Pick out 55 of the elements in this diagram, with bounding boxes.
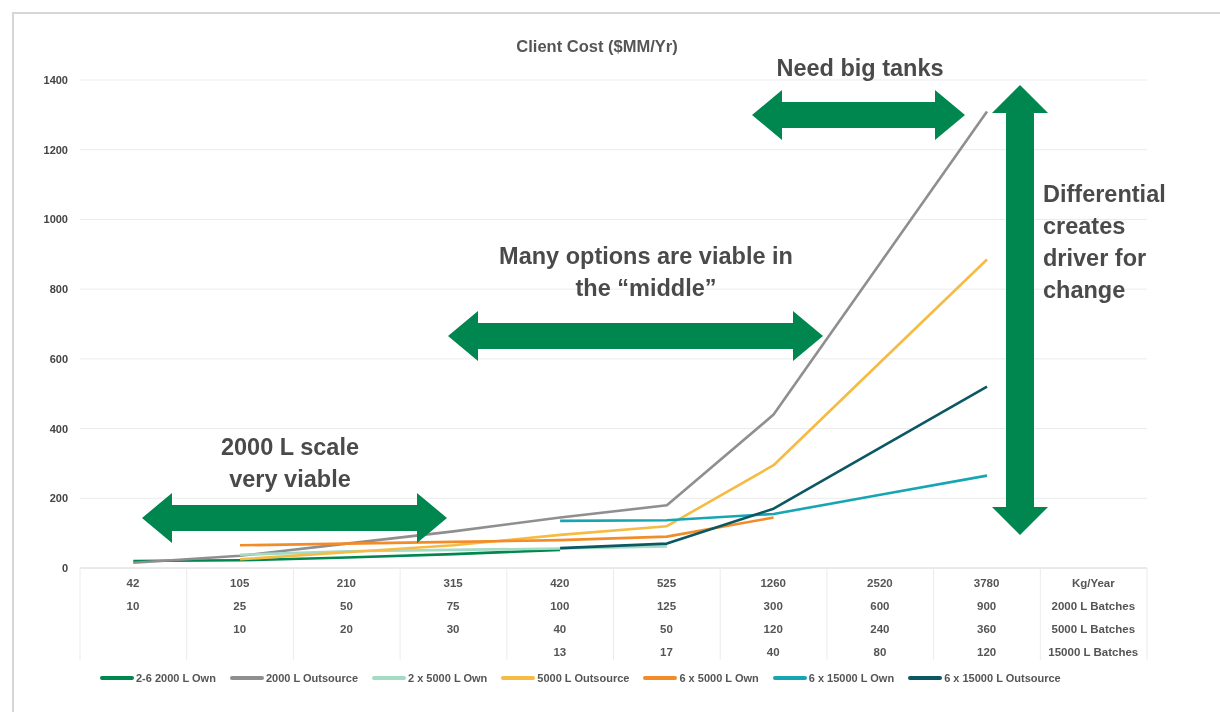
chart-title: Client Cost ($MM/Yr) (515, 37, 679, 56)
legend-label: 6 x 15000 L Own (808, 672, 895, 684)
y-tick-label: 600 (48, 351, 68, 366)
y-tick-label: 1000 (42, 212, 68, 227)
x-tick-label: 525 (655, 576, 678, 590)
legend-label: 2000 L Outsource (265, 672, 358, 684)
table-cell-text: 2000 L Batches (1050, 599, 1137, 613)
table-cell-text: 80 (872, 645, 888, 659)
x-tick-label: 2520 (866, 576, 894, 590)
table-cell-text: 10 (125, 599, 141, 613)
legend-label: 2-6 2000 L Own (136, 672, 216, 684)
y-tick-label: 800 (48, 282, 68, 297)
table-cell-text: 13 (552, 645, 568, 659)
table-cell-text: 75 (445, 599, 461, 613)
table-cell-text: 25 (232, 599, 248, 613)
table-cell-text: 360 (976, 622, 998, 636)
table-cell-text: 120 (976, 645, 998, 659)
annotation-text: Need big tanks (775, 54, 945, 83)
legend-label: 5000 L Outsource (537, 672, 630, 684)
y-tick-label: 1400 (42, 73, 68, 87)
x-tick-label: 42 (125, 576, 141, 590)
legend-label: 6 x 15000 L Outsource (944, 672, 1061, 684)
table-cell-text: 100 (549, 599, 571, 613)
table-cell-text: 30 (445, 622, 461, 636)
table-cell-text: 5000 L Batches (1050, 622, 1137, 636)
table-cell-text: 20 (339, 622, 354, 636)
table-cell-text: Kg/Year (1070, 576, 1116, 590)
table-cell-text: 120 (762, 622, 784, 636)
x-tick-label: 315 (442, 576, 464, 590)
table-cell-text: 300 (762, 599, 784, 613)
y-tick-label: 400 (48, 421, 68, 436)
table-cell-text: 17 (659, 645, 674, 659)
legend-label: 2 x 5000 L Own (408, 672, 488, 684)
table-cell-text: 50 (339, 599, 354, 613)
table-cell-text: 40 (552, 622, 568, 636)
legend-label: 6 x 5000 L Own (679, 672, 759, 684)
y-tick-label: 0 (60, 561, 68, 575)
x-tick-label: 1260 (759, 576, 787, 590)
x-tick-label: 3780 (972, 576, 1001, 590)
x-tick-label: 420 (549, 576, 571, 590)
table-cell-text: 50 (659, 622, 674, 636)
table-cell-text: 600 (869, 599, 891, 613)
x-tick-label: 210 (335, 576, 357, 590)
x-tick-label: 105 (229, 576, 251, 590)
annotation-text: 2000 L scale very viable (219, 433, 361, 494)
y-tick-label: 200 (48, 491, 68, 506)
table-cell-text: 125 (655, 599, 678, 613)
table-cell-text: 10 (232, 622, 248, 636)
y-tick-label: 1200 (42, 142, 68, 157)
table-cell-text: 240 (869, 622, 891, 636)
table-cell-text: 40 (765, 645, 781, 659)
table-cell-text: 15000 L Batches (1047, 645, 1140, 659)
annotation-text: Differential creates driver for change (1043, 180, 1167, 305)
table-cell-text: 900 (976, 599, 998, 613)
annotation-text: Many options are viable in the “middle” (498, 242, 794, 303)
